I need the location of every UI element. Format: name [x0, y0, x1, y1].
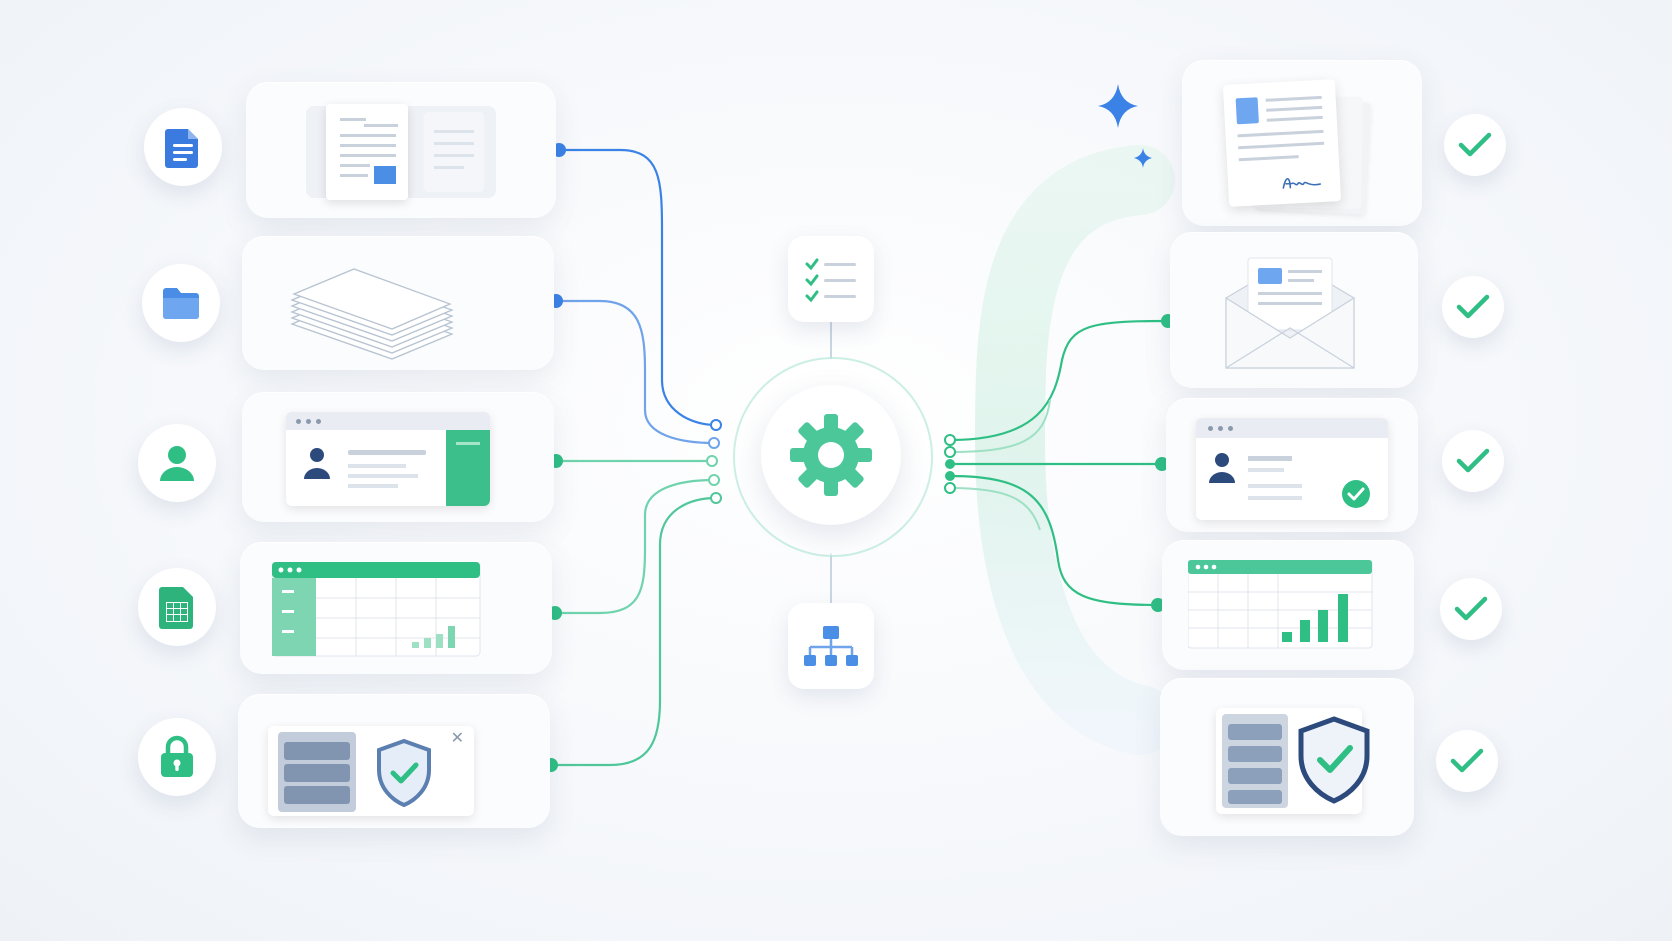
signed-document: [1222, 79, 1342, 207]
spreadsheet-chart: [272, 562, 481, 657]
shield-check-icon: [377, 738, 431, 808]
check-icon: [1454, 596, 1488, 621]
hub-gear[interactable]: [761, 385, 901, 525]
output-card-chart[interactable]: [1162, 540, 1414, 670]
connector-output-4: [949, 474, 1159, 607]
secured-server: [1216, 708, 1370, 814]
close-icon: ✕: [450, 728, 464, 747]
port-dot: [944, 482, 956, 494]
port-dot: [944, 434, 956, 446]
checklist-node[interactable]: [788, 236, 874, 322]
sparkle-icon: [1134, 148, 1152, 168]
input-card-document[interactable]: [246, 82, 556, 218]
connector-input-4: [555, 478, 715, 615]
status-check-3: [1442, 430, 1504, 492]
port-dot: [945, 471, 955, 481]
profile-window: [286, 412, 490, 506]
verified-check-icon: [1342, 480, 1370, 508]
input-icon-folder[interactable]: [142, 264, 220, 342]
endpoint-dot: [1151, 598, 1165, 612]
port-dot: [944, 446, 956, 458]
status-check-4: [1440, 578, 1502, 640]
input-icon-user[interactable]: [138, 424, 216, 502]
hierarchy-icon: [804, 626, 858, 666]
output-card-secured-server[interactable]: [1160, 678, 1414, 836]
spreadsheet-icon: [159, 587, 193, 629]
hierarchy-node[interactable]: [788, 603, 874, 689]
input-icon-spreadsheet[interactable]: [138, 568, 216, 646]
user-icon: [304, 448, 330, 479]
paper-stack: [290, 268, 454, 360]
connector-output-2: [949, 319, 1169, 442]
connector-input-1: [559, 148, 717, 427]
envelope-letter: [1225, 257, 1355, 369]
port-dot: [708, 437, 720, 449]
endpoint-dot: [1155, 457, 1169, 471]
connector-output-5: [949, 487, 1041, 531]
sparkle-icon: [1098, 84, 1138, 128]
document-icon: [165, 129, 198, 168]
user-icon: [1209, 453, 1235, 483]
status-check-1: [1444, 114, 1506, 176]
connector-input-5: [551, 496, 717, 767]
output-card-verified-profile[interactable]: [1166, 398, 1418, 532]
input-card-spreadsheet[interactable]: [240, 542, 552, 674]
port-dot: [708, 474, 720, 486]
check-icon: [1456, 294, 1490, 319]
port-dot: [945, 459, 955, 469]
verified-profile: [1196, 418, 1388, 520]
port-dot: [710, 492, 722, 504]
gear-icon: [790, 414, 872, 496]
folder-icon: [163, 288, 199, 319]
input-card-paper-stack[interactable]: [242, 236, 554, 370]
status-check-5: [1436, 730, 1498, 792]
checklist-icon: [805, 258, 856, 302]
server-shield: ✕: [268, 726, 474, 816]
status-check-2: [1442, 276, 1504, 338]
check-icon: [1450, 748, 1484, 773]
connector-output-1: [949, 399, 1051, 453]
input-card-profile[interactable]: [242, 392, 554, 522]
output-card-signed-document[interactable]: [1182, 60, 1422, 226]
input-icon-document[interactable]: [144, 108, 222, 186]
connector-input-2: [556, 299, 715, 445]
lock-icon: [161, 735, 193, 777]
signature: [1282, 177, 1322, 189]
port-dot: [706, 455, 718, 467]
document-page: [326, 104, 408, 200]
check-icon: [1458, 132, 1492, 157]
output-card-envelope[interactable]: [1170, 232, 1418, 388]
shield-check-icon: [1298, 716, 1370, 804]
input-icon-lock[interactable]: [138, 718, 216, 796]
port-dot: [710, 419, 722, 431]
input-card-server[interactable]: ✕: [238, 694, 550, 828]
user-icon: [160, 446, 194, 481]
bar-chart-sheet: [1188, 560, 1373, 649]
check-icon: [1456, 448, 1490, 473]
background-arc: [974, 145, 1175, 755]
